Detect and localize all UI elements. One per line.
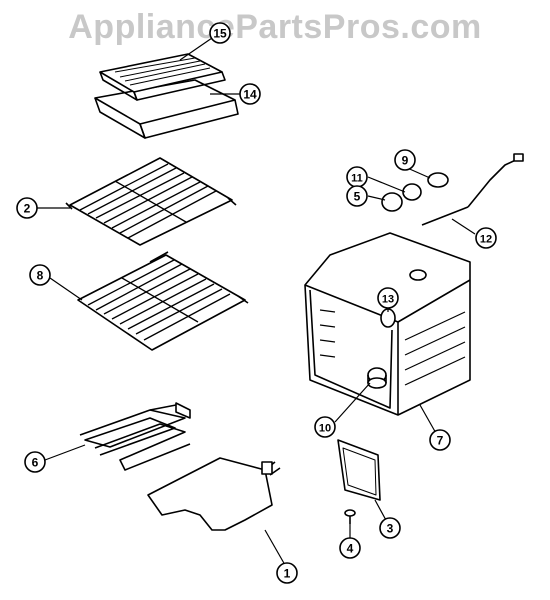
callout-markers: 15 14 2 8 9 11 [16,22,497,584]
callout-8-label: 8 [37,269,44,283]
oven-sensor-probe [421,153,524,226]
callout-4: 4 [339,537,361,559]
callout-9: 9 [394,149,416,171]
callout-2: 2 [16,197,38,219]
callout-15: 15 [209,22,231,44]
callout-9-label: 9 [402,154,409,168]
callout-14-label: 14 [243,88,257,102]
oven-light-assembly [381,172,449,212]
broil-element [79,402,191,471]
callout-12: 12 [475,227,497,249]
bake-element [147,457,281,531]
callout-2-label: 2 [24,202,31,216]
leader-lines [37,37,476,566]
callout-3-label: 3 [387,522,394,536]
callout-13: 13 [377,287,399,309]
callout-14: 14 [239,83,261,105]
callout-11-label: 11 [351,173,363,185]
callout-10: 10 [314,416,336,438]
callout-6: 6 [24,451,46,473]
cover-plate [337,439,381,501]
callout-1: 1 [276,562,298,584]
callout-6-label: 6 [32,456,39,470]
callout-1-label: 1 [284,567,291,581]
convection-motor [367,367,387,389]
insert-slots [114,57,211,86]
callout-5-label: 5 [354,190,361,204]
callout-5: 5 [346,185,368,207]
callout-8: 8 [29,264,51,286]
broiler-pan-insert [99,53,226,101]
callout-7: 7 [429,429,451,451]
callout-3: 3 [379,517,401,539]
callout-4-label: 4 [347,542,354,556]
oven-rack-upper [65,157,237,246]
callout-11: 11 [346,166,368,188]
screw [344,509,356,524]
callout-15-label: 15 [213,27,227,41]
callout-12-label: 12 [480,234,492,246]
callout-13-label: 13 [382,294,394,306]
callout-10-label: 10 [319,423,331,435]
oven-rack-lower [77,251,249,351]
callout-7-label: 7 [437,434,444,448]
watermark-text: AppliancePartsPros.com [68,8,482,46]
